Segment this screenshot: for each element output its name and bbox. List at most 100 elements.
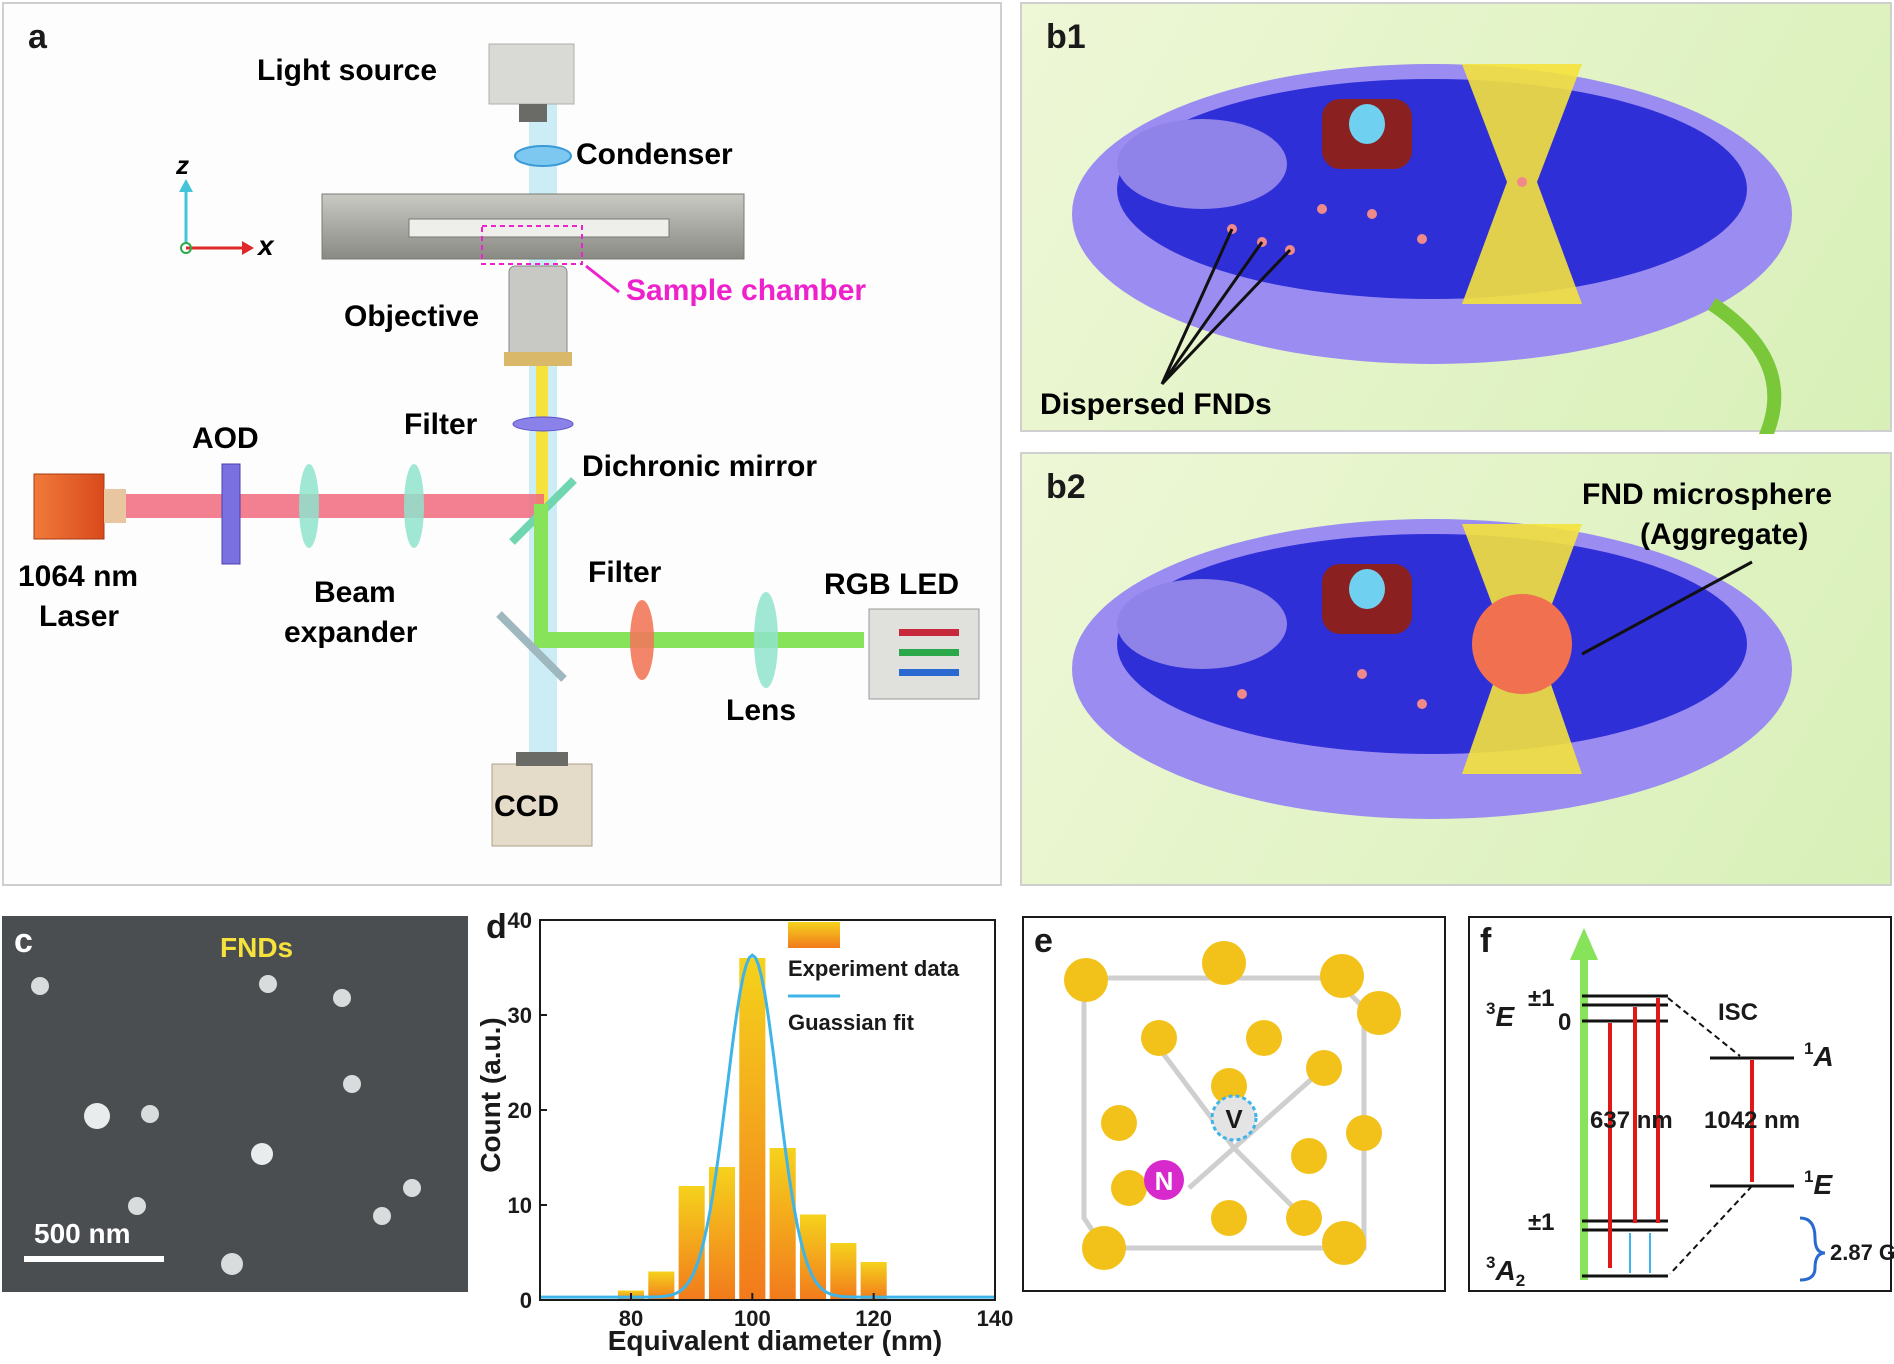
- fnd-particle: [1237, 689, 1247, 699]
- fnd-sem-particle: [333, 989, 351, 1007]
- led-beam-horizontal: [534, 632, 864, 648]
- laser-aperture: [104, 489, 126, 523]
- beam-expander-lens-2: [404, 464, 424, 548]
- cytoplasm: [1117, 79, 1747, 299]
- aod-label: AOD: [192, 422, 259, 455]
- z-axis-label: z: [176, 150, 189, 180]
- light-source-box: [488, 43, 575, 105]
- ccd-box: [491, 763, 593, 847]
- label-2p87ghz: 2.87 GHz: [1830, 1240, 1894, 1265]
- pointer-line: [1160, 248, 1292, 386]
- label-1042nm: 1042 nm: [1704, 1107, 1800, 1134]
- condenser-lens: [514, 145, 572, 167]
- carbon-atom: [1211, 1200, 1247, 1236]
- cytoplasm: [1117, 534, 1747, 754]
- panel-b2-cell: [1072, 519, 1792, 819]
- fnd-microsphere-label-line1: FND microsphere: [1582, 478, 1833, 511]
- label-637nm: 637 nm: [1590, 1107, 1673, 1134]
- carbon-atom: [1286, 1200, 1322, 1236]
- carbon-atom: [1357, 991, 1401, 1035]
- lens-label: Lens: [726, 694, 797, 727]
- x-tick-label: 100: [734, 1306, 771, 1331]
- panel-b1-label: b1: [1046, 18, 1086, 56]
- fnds-title: FNDs: [220, 932, 294, 963]
- panel-a: a z x Light source Condenser Sample cham…: [2, 2, 1002, 886]
- lattice-bond: [1187, 1146, 1236, 1190]
- panel-a-label: a: [28, 18, 47, 56]
- sample-chamber-arrow: [585, 264, 620, 294]
- beam-expander-lens-1: [299, 464, 319, 548]
- pointer-line: [1160, 228, 1234, 385]
- dichronic-mirror-label: Dichronic mirror: [582, 450, 818, 483]
- carbon-atom: [1082, 1226, 1126, 1270]
- fnd-sem-particle: [259, 975, 277, 993]
- vacancy-site: [1210, 1094, 1258, 1142]
- fnd-microsphere-label-line2: (Aggregate): [1640, 518, 1809, 551]
- fnd-particle: [1317, 204, 1327, 214]
- panel-b1: b1 Dispersed FNDs: [1020, 2, 1892, 448]
- light-source-lamp: [519, 104, 547, 122]
- fnd-sem-particle: [221, 1253, 243, 1275]
- panel-f: 3E ±1 0 ISC 1A 637 nm 1042 nm 1E ±1 3A2 …: [1468, 916, 1894, 1292]
- filter-green-label: Filter: [588, 556, 662, 589]
- fnd-microsphere: [1472, 594, 1572, 694]
- y-tick-label: 40: [508, 908, 532, 933]
- energy-level-diagram: 3E ±1 0 ISC 1A 637 nm 1042 nm 1E ±1 3A2 …: [1486, 928, 1894, 1290]
- fnd-sem-particle: [128, 1197, 146, 1215]
- condenser-label: Condenser: [576, 138, 733, 171]
- filter-red-shape: [630, 600, 654, 680]
- origin-dot: [180, 242, 192, 254]
- x-tick-label: 80: [619, 1306, 643, 1331]
- y-axis-title: Count (a.u.): [475, 1017, 506, 1173]
- z-axis-head: [179, 179, 193, 192]
- organelle-er: [1117, 579, 1287, 669]
- sem-image: [24, 975, 421, 1275]
- legend-experiment-data: Experiment data: [788, 956, 960, 981]
- legend-gaussian-fit: Guassian fit: [788, 1010, 915, 1035]
- fnd-sem-particle: [251, 1143, 273, 1165]
- fnd-particle: [1517, 177, 1527, 187]
- panel-a-diagram: [33, 43, 980, 847]
- pointer-line: [1581, 560, 1753, 656]
- vacancy-label: V: [1225, 1104, 1243, 1134]
- panel-e-label: e: [1034, 922, 1053, 960]
- rgb-led-label: RGB LED: [824, 568, 959, 601]
- dispersed-fnds-label: Dispersed FNDs: [1040, 388, 1272, 421]
- label-isc: ISC: [1718, 999, 1758, 1026]
- x-tick-label: 140: [977, 1306, 1014, 1331]
- laser-label-line2: Laser: [39, 600, 120, 633]
- histogram-bar: [678, 1186, 705, 1300]
- stage-slot: [408, 218, 670, 238]
- x-axis-label: x: [258, 230, 274, 261]
- panel-e: N V e: [1022, 916, 1446, 1292]
- fnd-sem-particle: [343, 1075, 361, 1093]
- x-tick-label: 120: [855, 1306, 892, 1331]
- carbon-atom: [1111, 1170, 1147, 1206]
- label-0-top: 0: [1558, 1009, 1571, 1036]
- aod-crystal: [221, 463, 241, 565]
- y-tick-label: 0: [520, 1288, 532, 1313]
- filter-top-shape: [512, 416, 574, 432]
- laser-label-line1: 1064 nm: [18, 560, 139, 593]
- carbon-atom: [1101, 1105, 1137, 1141]
- histogram-bar: [739, 958, 766, 1300]
- fnd-sem-particle: [373, 1207, 391, 1225]
- y-tick-label: 30: [508, 1003, 532, 1028]
- carbon-atom: [1202, 941, 1246, 985]
- laser-beam: [109, 494, 544, 518]
- scale-bar-label: 500 nm: [34, 1218, 131, 1249]
- decay-arrow: [1669, 1185, 1753, 1275]
- label-pm1-bottom: ±1: [1528, 1209, 1555, 1236]
- label-3A2: 3A2: [1486, 1253, 1525, 1290]
- x-axis-head: [242, 241, 254, 255]
- beam-expander-label-line2: expander: [284, 616, 418, 649]
- ccd-label: CCD: [494, 790, 559, 823]
- transition-arrow: [1708, 298, 1782, 448]
- carbon-atom: [1246, 1020, 1282, 1056]
- organelle-er: [1117, 119, 1287, 209]
- y-tick-label: 20: [508, 1098, 532, 1123]
- legend-swatch-bars: [788, 922, 840, 948]
- objective-label: Objective: [344, 300, 480, 333]
